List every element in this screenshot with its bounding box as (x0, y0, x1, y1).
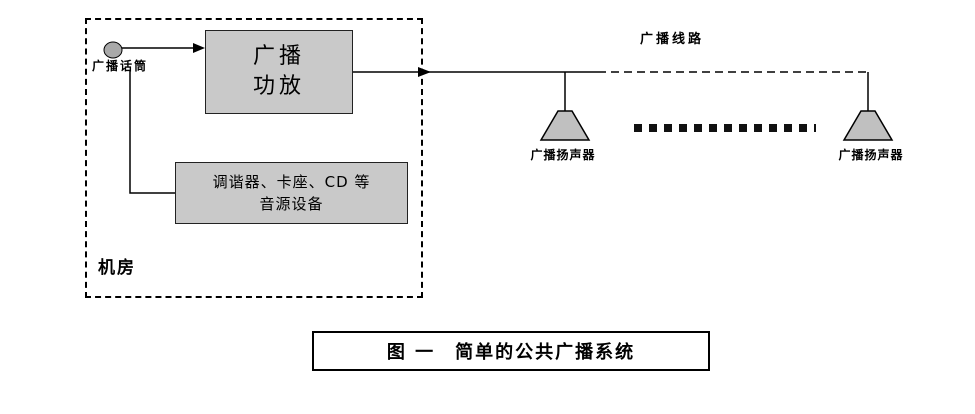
amplifier-label-line1: 广播 (252, 44, 305, 70)
mic-cable-arrowhead-icon (193, 43, 205, 53)
figure-caption-box: 图 一 简单的公共广播系统 (312, 331, 710, 371)
amplifier-box: 广播 功放 (205, 30, 353, 114)
microphone-label: 广播话筒 (92, 59, 149, 73)
source-label-line2: 音源设备 (259, 195, 324, 213)
source-label-line1: 调谐器、卡座、CD 等 (212, 172, 371, 191)
amplifier-label-line2: 功放 (252, 74, 305, 99)
speaker-label-2: 广播扬声器 (838, 148, 904, 162)
broadcast-line-label: 广播线路 (640, 32, 705, 47)
speaker-label-1: 广播扬声器 (530, 148, 596, 162)
microphone-icon (103, 41, 123, 59)
source-cable-line (129, 70, 175, 194)
speaker2-icon (842, 110, 894, 141)
speaker1-icon (539, 110, 591, 141)
source-equipment-box: 调谐器、卡座、CD 等 音源设备 (175, 162, 408, 224)
machine-room-label: 机房 (98, 258, 136, 278)
broadcast-line-arrowhead-icon (418, 67, 431, 77)
figure-caption-text: 图 一 简单的公共广播系统 (386, 342, 636, 363)
machine-room-boundary (85, 18, 423, 298)
